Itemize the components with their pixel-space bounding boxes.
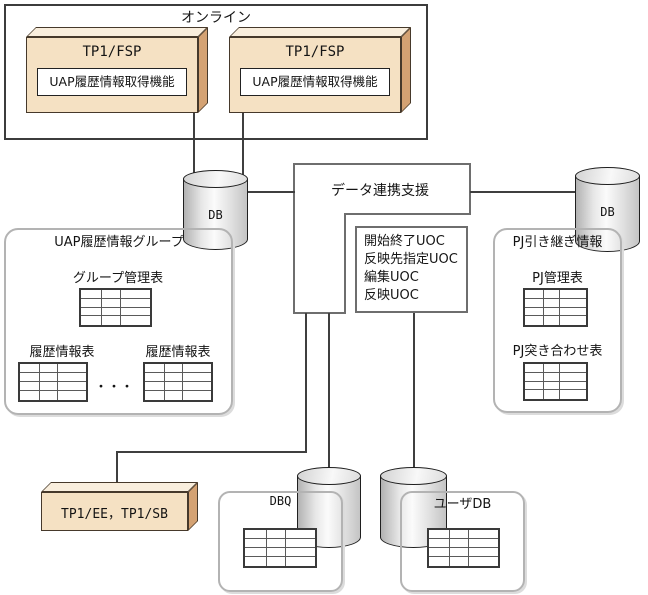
online-title: オンライン bbox=[181, 10, 251, 26]
db-left-label: DB bbox=[208, 208, 223, 222]
tp1-ee-sb-box-topface bbox=[41, 482, 198, 492]
dbq-table-grid bbox=[243, 528, 317, 568]
dbq-cylinder-top bbox=[297, 467, 361, 485]
pj-management-table-grid bbox=[523, 288, 588, 327]
dbq-box bbox=[218, 491, 343, 592]
tp1-fsp-box-2-sideface bbox=[401, 27, 411, 113]
user-db-label: ユーザDB bbox=[433, 497, 492, 512]
online-group-box bbox=[4, 4, 428, 140]
db-right-label: DB bbox=[600, 205, 615, 219]
connector-linkage-tp1ee bbox=[116, 313, 307, 489]
db-cylinder-right-top bbox=[575, 167, 640, 185]
pj-info-box bbox=[493, 228, 622, 413]
data-linkage-label: データ連携支援 bbox=[331, 183, 429, 199]
db-cylinder-right: DB bbox=[575, 167, 640, 252]
uap-group-box bbox=[4, 228, 233, 415]
tp1-fsp-box-2: TP1/FSP UAP履歴情報取得機能 bbox=[229, 27, 411, 113]
uap-module-box-1: UAP履歴情報取得機能 bbox=[37, 68, 187, 96]
tp1-fsp-box-1: TP1/FSP UAP履歴情報取得機能 bbox=[26, 27, 208, 113]
tp1-fsp-box-1-sideface bbox=[198, 27, 208, 113]
pj-management-table-label: PJ管理表 bbox=[532, 271, 583, 286]
history-table-label-left: 履歴情報表 bbox=[29, 345, 95, 360]
tp1-fsp-box-1-topface bbox=[26, 27, 208, 37]
uap-group-title: UAP履歴情報グループ bbox=[54, 235, 184, 250]
db-cylinder-right-body bbox=[575, 176, 640, 252]
dbq-label: DBQ bbox=[269, 494, 292, 508]
uoc-item-1: 開始終了UOC bbox=[364, 234, 445, 249]
history-table-grid-right bbox=[143, 362, 213, 402]
tp1-fsp-label-1: TP1/FSP bbox=[82, 44, 142, 60]
uoc-item-3: 編集UOC bbox=[364, 270, 419, 285]
db-cylinder-left: DB bbox=[183, 170, 248, 250]
db-cylinder-left-top bbox=[183, 170, 248, 188]
tp1-ee-sb-box: TP1/EE，TP1/SB bbox=[41, 482, 198, 531]
tp1-ee-sb-box-frontface bbox=[41, 492, 188, 531]
group-table-label: グループ管理表 bbox=[72, 271, 164, 286]
db-cylinder-left-body bbox=[183, 179, 248, 250]
group-table-grid bbox=[79, 288, 152, 327]
ellipsis-dots: ・・・ bbox=[95, 380, 135, 393]
pj-info-title: PJ引き継ぎ情報 bbox=[512, 235, 603, 250]
user-db-table-grid bbox=[427, 528, 500, 568]
uap-module-box-2: UAP履歴情報取得機能 bbox=[240, 68, 390, 96]
user-db-cylinder-top bbox=[380, 467, 447, 485]
tp1-fsp-box-2-topface bbox=[229, 27, 411, 37]
history-table-grid-left bbox=[18, 362, 88, 402]
data-linkage-shape bbox=[293, 163, 471, 314]
uoc-item-4: 反映UOC bbox=[364, 288, 419, 303]
tp1-fsp-label-2: TP1/FSP bbox=[285, 44, 345, 60]
pj-matching-table-grid bbox=[523, 362, 588, 401]
uoc-list-box: 開始終了UOC 反映先指定UOC 編集UOC 反映UOC bbox=[355, 226, 468, 313]
pj-matching-table-label: PJ突き合わせ表 bbox=[512, 344, 603, 359]
tp1-ee-sb-label: TP1/EE，TP1/SB bbox=[61, 507, 168, 522]
user-db-box bbox=[400, 491, 525, 592]
uoc-item-2: 反映先指定UOC bbox=[364, 252, 458, 267]
history-table-label-right: 履歴情報表 bbox=[145, 345, 211, 360]
